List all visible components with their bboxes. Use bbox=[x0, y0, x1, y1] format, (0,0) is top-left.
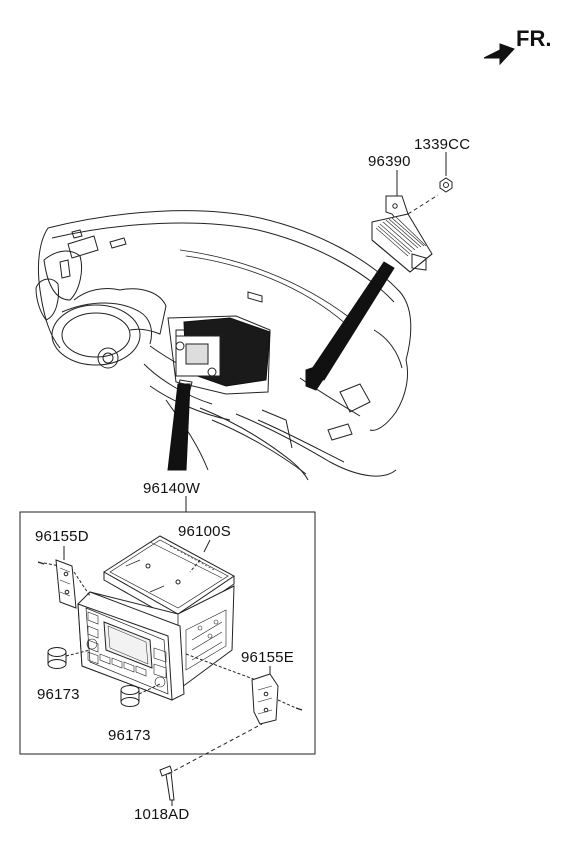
screw-1018AD bbox=[159, 723, 263, 806]
forward-arrow-icon bbox=[483, 43, 515, 66]
callout-96390: 96390 bbox=[368, 153, 411, 170]
callout-1339CC: 1339CC bbox=[414, 136, 471, 153]
knob-96173-left bbox=[47, 647, 91, 669]
bracket-96155E bbox=[251, 666, 303, 725]
leader-wedge-module bbox=[309, 261, 395, 381]
amplifier-module-96390 bbox=[371, 152, 453, 273]
callout-96173-right: 96173 bbox=[108, 727, 151, 744]
knob-96173-right bbox=[120, 683, 161, 707]
front-direction-label: FR. bbox=[516, 26, 552, 51]
callout-96173-left: 96173 bbox=[37, 686, 80, 703]
assembly-box bbox=[19, 511, 316, 755]
radio-head-unit bbox=[43, 562, 297, 709]
leader-wedge-radio bbox=[167, 383, 191, 471]
dash-head-unit-highlight bbox=[175, 317, 271, 387]
nut-1339CC bbox=[439, 177, 453, 193]
bracket-96155D bbox=[37, 546, 77, 609]
callout-1018AD: 1018AD bbox=[134, 806, 190, 823]
callout-96140W: 96140W bbox=[143, 480, 201, 497]
callout-96155E: 96155E bbox=[241, 649, 294, 666]
callout-96100S: 96100S bbox=[178, 523, 231, 540]
callout-96155D: 96155D bbox=[35, 528, 89, 545]
